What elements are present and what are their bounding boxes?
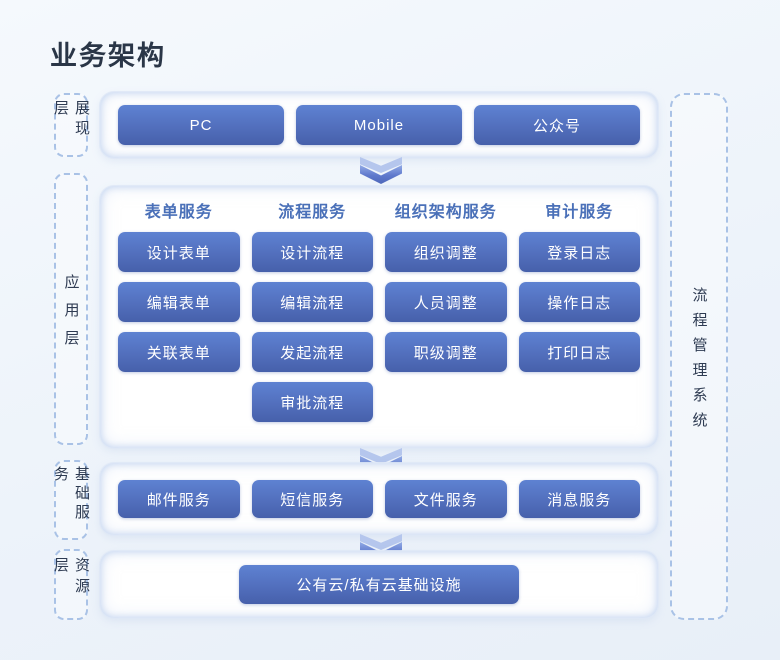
node-start-process: 发起流程: [251, 332, 373, 372]
layer-label-text: 展现层: [52, 100, 90, 140]
basic-services-panel: 邮件服务 短信服务 文件服务 消息服务: [100, 463, 658, 535]
layer-label-presentation: 展现层: [52, 93, 90, 157]
layer-label-application: 应用层: [54, 173, 88, 445]
node-personnel-adjust: 人员调整: [385, 282, 507, 322]
layer-label-basic-services: 基础服务: [52, 460, 90, 540]
node-official-account: 公众号: [474, 105, 640, 145]
process-management-system-label: 流程管理系统: [670, 93, 728, 620]
node-org-adjust: 组织调整: [385, 232, 507, 272]
node-design-form: 设计表单: [118, 232, 240, 272]
system-label-text: 流程管理系统: [690, 286, 708, 437]
column-audit-service: 审计服务 登录日志 操作日志 打印日志: [518, 196, 640, 422]
node-edit-form: 编辑表单: [118, 282, 240, 322]
node-rank-adjust: 职级调整: [385, 332, 507, 372]
node-login-log: 登录日志: [518, 232, 640, 272]
node-operation-log: 操作日志: [518, 282, 640, 322]
layer-label-text: 基础服务: [52, 466, 90, 523]
page-title: 业务架构: [50, 41, 166, 71]
down-arrow-icon: [360, 157, 402, 184]
resource-layer-panel: 公有云/私有云基础设施: [100, 551, 658, 618]
presentation-layer-panel: PC Mobile 公众号: [100, 92, 658, 158]
node-sms-service: 短信服务: [251, 480, 373, 518]
column-header: 组织架构服务: [394, 204, 497, 221]
column-process-service: 流程服务 设计流程 编辑流程 发起流程 审批流程: [251, 196, 373, 422]
node-pc: PC: [118, 105, 284, 145]
node-print-log: 打印日志: [518, 332, 640, 372]
layer-label-text: 应用层: [62, 273, 80, 358]
layer-label-resource: 资源层: [52, 549, 90, 620]
column-header: 表单服务: [144, 204, 213, 221]
column-header: 流程服务: [278, 204, 347, 221]
application-layer-panel: 表单服务 设计表单 编辑表单 关联表单 流程服务 设计流程 编辑流程 发起流程 …: [100, 186, 658, 448]
node-mobile: Mobile: [296, 105, 462, 145]
layer-label-text: 资源层: [52, 557, 90, 599]
column-header: 审计服务: [545, 204, 614, 221]
node-file-service: 文件服务: [385, 480, 507, 518]
column-org-service: 组织架构服务 组织调整 人员调整 职级调整: [385, 196, 507, 422]
node-edit-process: 编辑流程: [251, 282, 373, 322]
node-link-form: 关联表单: [118, 332, 240, 372]
node-approve-process: 审批流程: [251, 382, 373, 422]
node-message-service: 消息服务: [518, 480, 640, 518]
node-design-process: 设计流程: [251, 232, 373, 272]
column-form-service: 表单服务 设计表单 编辑表单 关联表单: [118, 196, 240, 422]
node-mail-service: 邮件服务: [118, 480, 240, 518]
node-cloud-infrastructure: 公有云/私有云基础设施: [239, 565, 519, 604]
